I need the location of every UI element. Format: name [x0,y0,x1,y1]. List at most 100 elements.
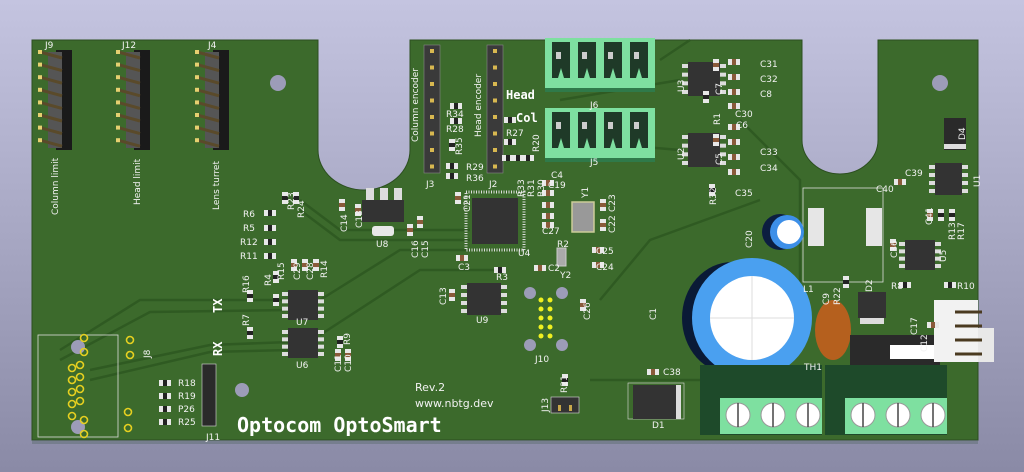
header-j3[interactable] [423,44,441,174]
header-j2[interactable] [486,44,504,174]
ic-u5 [899,240,941,270]
smd-capacitor [313,259,319,271]
smd-capacitor [728,154,740,160]
jumper-j13[interactable] [550,396,580,414]
refdes-j5: J5 [589,158,598,168]
refdes-r34: R34 [446,110,464,120]
smd-capacitor [713,59,719,71]
refdes-r1: R1 [713,113,723,125]
smd-capacitor [927,209,933,221]
refdes-c33: C33 [760,148,778,158]
refdes-c6: C6 [736,121,748,131]
pin [493,115,497,119]
refdes-c10: C10 [344,354,354,372]
refdes-r4: R4 [264,274,274,286]
refdes-c7: C7 [715,83,725,95]
smd-capacitor [345,349,351,361]
refdes-r20: R20 [532,134,542,152]
pin [430,82,434,86]
smd-capacitor [647,369,659,375]
refdes-c40: C40 [876,185,894,195]
header-j11[interactable] [201,363,217,427]
terminal-block-right[interactable] [825,365,947,435]
connector-power-header[interactable] [934,300,994,362]
ic-u2 [682,133,726,167]
smd-resistor [949,209,955,221]
pin [430,131,434,136]
label-rx: RX [211,341,225,356]
screw-terminal-blocks[interactable] [700,365,947,435]
smd-capacitor [894,179,906,185]
label-lens-turret: Lens turret [212,161,222,210]
refdes-j3: J3 [425,180,434,190]
pcb-edge-shadow [32,440,978,444]
smd-resistor [247,290,253,302]
refdes-c23: C23 [608,194,618,212]
refdes-c26: C26 [583,302,593,320]
terminal-j5[interactable] [545,108,655,162]
refdes-c13: C13 [439,287,449,305]
smd-capacitor [728,169,740,175]
ic-u1 [929,163,968,195]
refdes-c9: C9 [822,293,832,305]
smd-capacitor [542,213,554,219]
refdes-y1: Y1 [581,187,591,199]
refdes-c20: C20 [745,230,755,248]
smd-capacitor [534,265,546,271]
label-col: Col [516,111,538,125]
refdes-u5: U5 [939,250,949,262]
crystal-y2 [556,247,567,267]
refdes-c18: C18 [355,210,365,228]
pluggable-terminal-blocks[interactable] [545,38,655,162]
terminal-j6[interactable] [545,38,655,92]
refdes-c14: C14 [340,214,350,232]
pin [430,98,434,103]
refdes-r3: R3 [496,273,508,283]
refdes-r30: R30 [537,179,547,197]
debug-connector-j10[interactable] [524,287,568,351]
smd-capacitor [580,299,586,311]
smd-resistor [450,103,462,109]
capacitor-c1 [682,258,812,378]
refdes-d2: D2 [865,279,875,292]
refdes-c11: C11 [334,354,344,372]
smd-resistor [446,163,458,169]
smd-resistor [264,210,276,216]
smd-resistor [944,282,956,288]
label-column-limit: Column limit [51,157,61,215]
header-j4[interactable] [195,50,229,150]
smd-resistor [938,209,944,221]
revision-label: Rev.2 [415,381,445,394]
smd-resistor [446,173,458,179]
header-j9[interactable] [38,50,72,150]
smd-capacitor [728,103,740,109]
refdes-r11: R11 [240,252,258,262]
refdes-c22: C22 [608,215,618,233]
pin [493,131,497,136]
pin [493,82,497,86]
db9-connector-j8[interactable] [37,334,119,438]
terminal-block-left[interactable] [700,365,822,435]
smd-resistor [504,139,516,145]
refdes-c39: C39 [905,169,923,179]
smd-capacitor [542,222,554,228]
refdes-r15: R15 [277,262,287,280]
refdes-r18: R18 [178,379,196,389]
refdes-c1: C1 [649,308,659,320]
smd-resistor [703,91,709,103]
pin [493,65,497,70]
refdes-r35: R35 [455,137,465,155]
smd-passives [159,59,956,425]
header-pins [430,49,497,169]
smd-capacitor [339,199,345,211]
refdes-r13: R13 [948,222,958,240]
refdes-c25: C25 [596,247,614,257]
smd-capacitor [335,349,341,361]
smd-capacitor [728,124,740,130]
smd-resistor [502,155,514,161]
header-j12[interactable] [116,50,150,150]
smd-capacitor [291,259,297,271]
smd-capacitor [417,216,423,228]
refdes-r32: R32 [709,187,719,205]
